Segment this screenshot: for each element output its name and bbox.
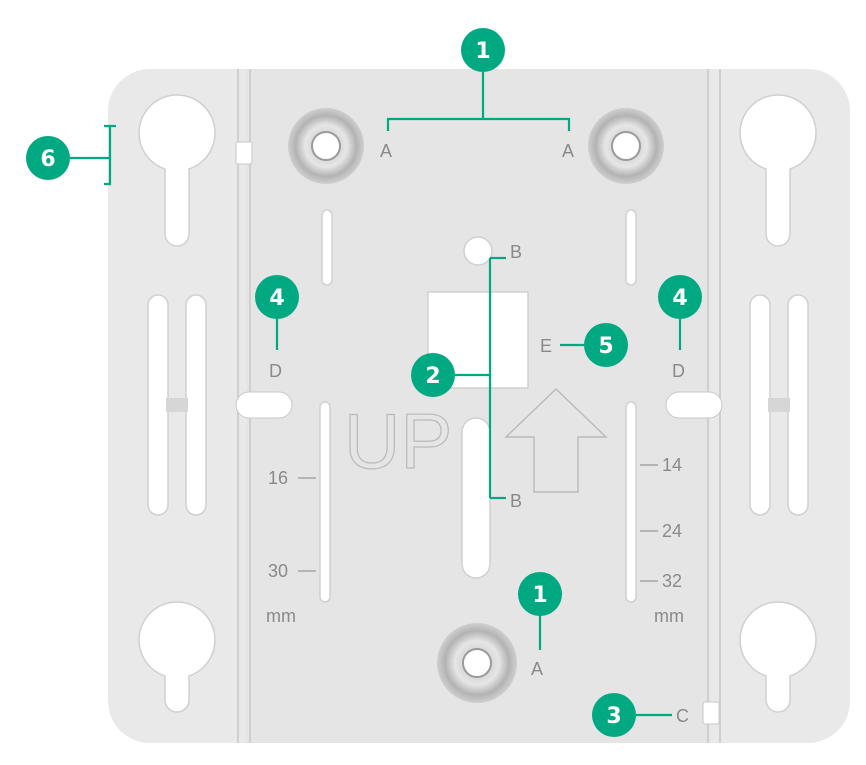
label-d-right: D xyxy=(672,361,685,381)
svg-text:2: 2 xyxy=(425,364,440,389)
label-d-left: D xyxy=(269,361,282,381)
label-c: C xyxy=(676,706,689,726)
notch-bottom-right xyxy=(702,701,720,725)
label-b-top: B xyxy=(510,242,522,262)
keyhole-top-right xyxy=(739,94,817,247)
inner-slots xyxy=(319,209,637,603)
dimension-leaders xyxy=(298,464,658,582)
callout-4-left: 4 xyxy=(255,275,299,319)
callout-2: 2 xyxy=(411,353,455,397)
label-a-top-right: A xyxy=(562,141,574,161)
screw-hole-bottom xyxy=(437,623,517,703)
svg-text:5: 5 xyxy=(598,334,613,359)
callout-1-bottom: 1 xyxy=(518,572,562,616)
svg-text:1: 1 xyxy=(532,583,547,608)
svg-text:3: 3 xyxy=(606,704,621,729)
side-slots-left xyxy=(147,294,207,516)
callout-leaders xyxy=(70,72,682,717)
label-a-bottom: A xyxy=(531,659,543,679)
svg-text:6: 6 xyxy=(40,147,55,172)
unit-left-mm: mm xyxy=(266,606,296,626)
side-slots-right xyxy=(749,294,809,516)
callout-1-top: 1 xyxy=(461,28,505,72)
label-e: E xyxy=(540,336,552,356)
keyhole-bottom-left xyxy=(138,601,216,713)
latch-slot-right xyxy=(665,391,723,419)
center-small-hole xyxy=(463,236,493,266)
screw-hole-top-left xyxy=(288,108,364,184)
scale-left-30: 30 xyxy=(268,561,288,581)
callout-4-right: 4 xyxy=(658,275,702,319)
label-a-top-left: A xyxy=(380,141,392,161)
svg-text:4: 4 xyxy=(269,286,284,311)
scale-left-16: 16 xyxy=(268,468,288,488)
svg-text:1: 1 xyxy=(475,39,490,64)
notch-top-left xyxy=(235,141,253,165)
label-b-bottom: B xyxy=(510,491,522,511)
keyhole-top-left xyxy=(138,94,216,247)
unit-right-mm: mm xyxy=(654,606,684,626)
scale-right-24: 24 xyxy=(662,521,682,541)
up-marking: UP xyxy=(344,397,452,485)
scale-right-14: 14 xyxy=(662,455,682,475)
callout-3: 3 xyxy=(592,693,636,737)
latch-slot-left xyxy=(235,391,293,419)
svg-text:4: 4 xyxy=(672,286,687,311)
scale-right-32: 32 xyxy=(662,571,682,591)
callout-5: 5 xyxy=(584,323,628,367)
keyhole-bottom-right xyxy=(739,601,817,713)
callout-6: 6 xyxy=(26,136,70,180)
screw-hole-top-right xyxy=(588,108,664,184)
up-arrow-icon xyxy=(504,388,608,493)
